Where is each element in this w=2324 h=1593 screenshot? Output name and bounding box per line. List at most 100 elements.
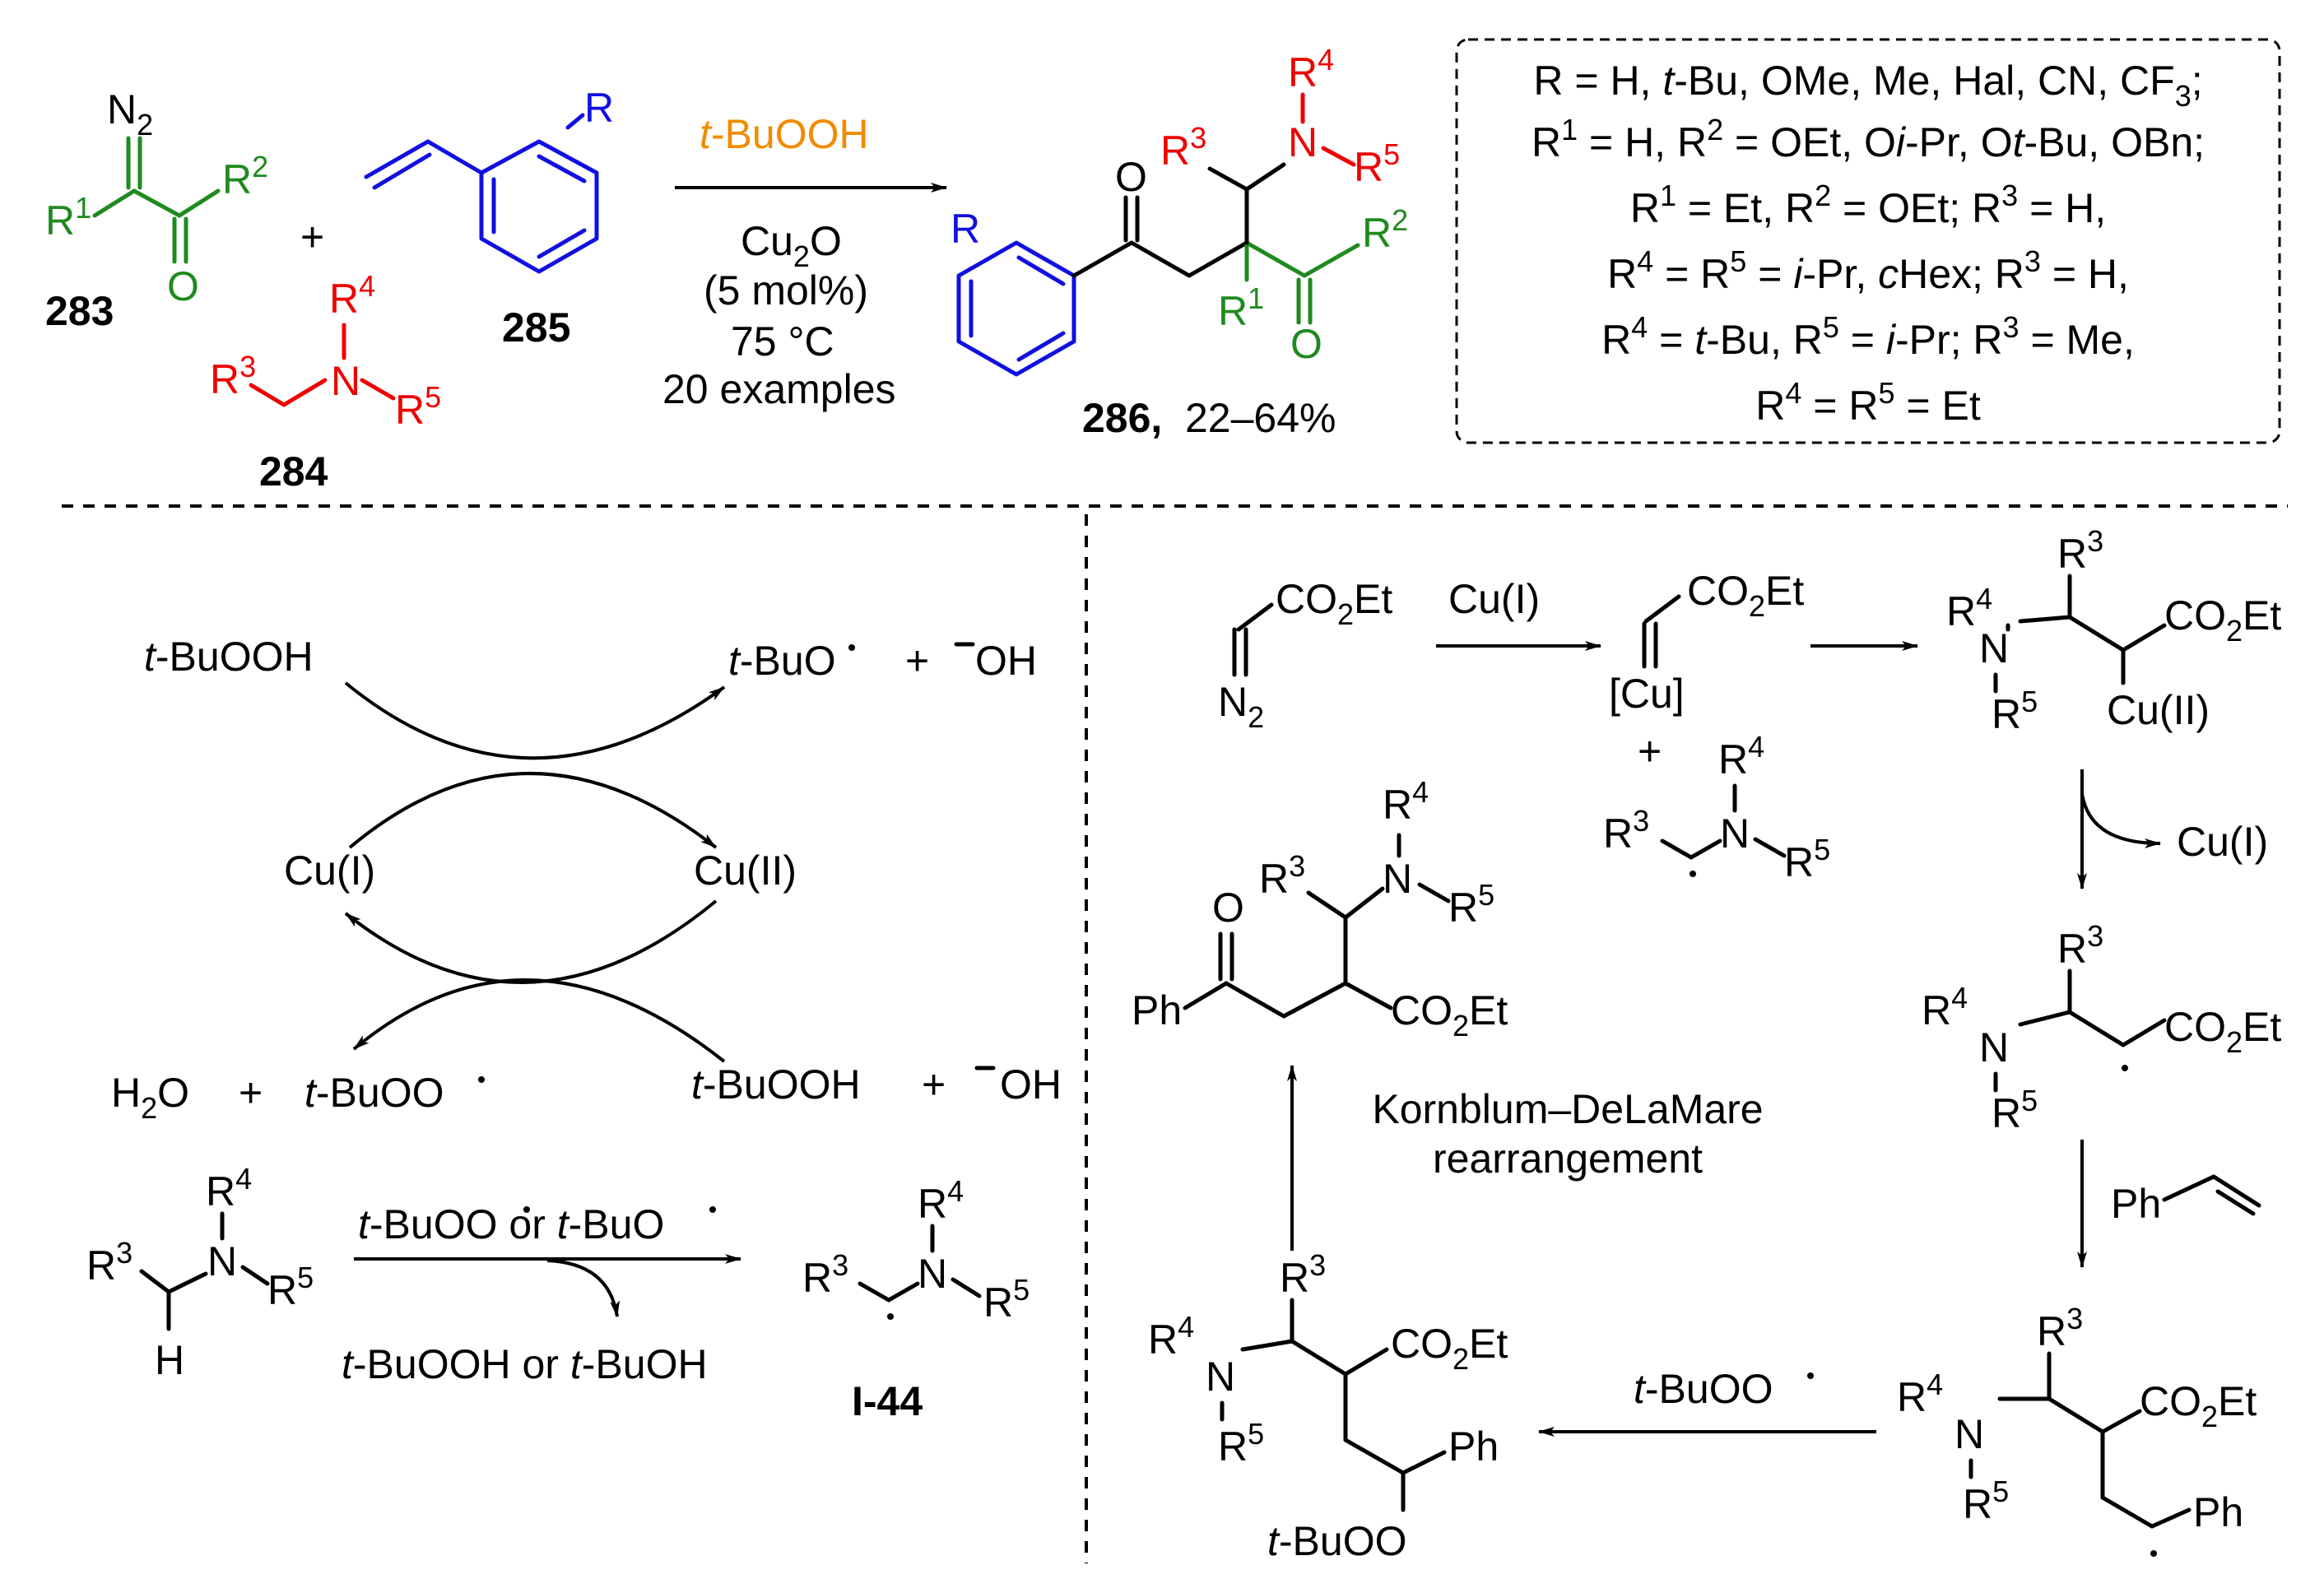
h-label: H xyxy=(155,1337,184,1383)
subst-line-4: R4 = R5 = i-Pr, cHex; R3 = H, xyxy=(1607,244,2129,297)
r3-label: R3 xyxy=(2037,1302,2083,1354)
r3-label: R3 xyxy=(802,1248,848,1301)
product-286: R O R1 O R2 R3 N R4 R5 286, 22–64% xyxy=(951,43,1408,441)
r5-label: R5 xyxy=(1992,685,2038,737)
amine-284: R4 N R3 R5 284 xyxy=(210,269,441,495)
compound-286-label: 286, xyxy=(1082,395,1162,441)
ph-label: Ph xyxy=(1132,987,1182,1033)
r5-label: R5 xyxy=(1448,878,1494,931)
intermediate-label: I-44 xyxy=(852,1378,923,1424)
n-label: N xyxy=(1979,1024,2009,1071)
co2et-label: CO2Et xyxy=(2164,592,2281,648)
r4-label: R4 xyxy=(329,269,375,322)
arrow-cu1-to-cu2 xyxy=(348,772,718,849)
r3-label: R3 xyxy=(1603,804,1649,857)
r4-label: R4 xyxy=(206,1162,252,1214)
hat-step: R3 H N R4 R5 t-BuOO or t-BuO t-BuOOH or … xyxy=(86,1162,1030,1424)
cu-release-arrow xyxy=(2080,793,2161,848)
hydroxide-bottom: OH xyxy=(1000,1061,1062,1108)
substituents-box: R = H, t-Bu, OMe, Me, Hal, CN, CF3; R1 =… xyxy=(1455,38,2281,444)
n-label: N xyxy=(331,358,360,404)
subst-line-1: R = H, t-Bu, OMe, Me, Hal, CN, CF3; xyxy=(1533,58,2202,113)
r3-label: R3 xyxy=(86,1236,132,1289)
r5-label: R5 xyxy=(1354,137,1400,190)
ketone-o: O xyxy=(1115,154,1147,200)
n-label: N xyxy=(1954,1411,1984,1457)
r5-label: R5 xyxy=(1784,833,1830,885)
r4-label: R4 xyxy=(918,1174,964,1227)
r3-label: R3 xyxy=(2057,919,2103,972)
subst-line-3: R1 = Et, R2 = OEt; R3 = H, xyxy=(1630,179,2106,231)
n-label: N xyxy=(1720,810,1750,857)
reaction-conditions: t-BuOOH Cu2O (5 mol%) 75 °C 20 examples xyxy=(662,111,947,412)
r5-label: R5 xyxy=(267,1261,314,1313)
cu1-label: Cu(I) xyxy=(284,848,375,894)
hat-byproduct: t-BuOOH or t-BuOH xyxy=(342,1341,708,1387)
cu2-label: Cu(II) xyxy=(694,848,797,894)
subst-line-6: R4 = R5 = Et xyxy=(1755,376,1981,429)
tbuoo-group-label: t-BuOO xyxy=(1267,1518,1407,1564)
ph-label: Ph xyxy=(1448,1423,1499,1470)
co2et-label: CO2Et xyxy=(2164,1004,2281,1059)
n2-label: N2 xyxy=(107,86,153,142)
compound-285-label: 285 xyxy=(502,304,570,351)
styrene-285: R 285 xyxy=(364,85,614,351)
oxidant-label: t-BuOOH xyxy=(700,111,869,157)
r-label: R xyxy=(951,206,980,252)
loading-label: (5 mol%) xyxy=(704,267,868,313)
r1-label: R1 xyxy=(45,191,91,244)
r5-label: R5 xyxy=(1218,1417,1264,1470)
plus-sign: + xyxy=(300,214,324,260)
n-label: N xyxy=(1979,625,2009,671)
r5-label: R5 xyxy=(1992,1084,2038,1136)
n-label: N xyxy=(1288,119,1318,165)
r3-label: R3 xyxy=(210,350,256,402)
cu1-catalyst: Cu(I) xyxy=(1448,576,1540,622)
arrow-tbuooh-to-tbuoo xyxy=(352,978,726,1063)
r3-label: R3 xyxy=(1160,121,1206,174)
n-label: N xyxy=(1383,856,1412,902)
subst-line-2: R1 = H, R2 = OEt, Oi-Pr, Ot-Bu, OBn; xyxy=(1532,113,2205,165)
n-label: N xyxy=(1206,1354,1235,1400)
hydroxide-top: OH xyxy=(975,638,1037,684)
ph-label: Ph xyxy=(2193,1489,2243,1535)
tbuoo-radical: t-BuOO xyxy=(304,1070,444,1116)
tbuo-radical: t-BuO xyxy=(728,638,836,684)
arrow-cu2-to-cu1 xyxy=(344,899,718,984)
co2et-label: CO2Et xyxy=(1276,576,1392,631)
r4-label: R4 xyxy=(1718,730,1764,783)
cu2-label: Cu(II) xyxy=(2107,687,2210,733)
tbuoo-radical-label: t-BuOO xyxy=(1634,1366,1773,1412)
hat-reagent: t-BuOO or t-BuO xyxy=(358,1201,664,1247)
yield-label: 22–64% xyxy=(1185,395,1336,441)
plus-bottom-right: + xyxy=(922,1061,946,1108)
tbuooh-top: t-BuOOH xyxy=(144,634,314,680)
co2et-label: CO2Et xyxy=(2140,1378,2257,1433)
r3-label: R3 xyxy=(1259,849,1305,902)
r4-label: R4 xyxy=(1288,43,1334,95)
redox-cycle: t-BuOOH t-BuO + OH Cu(I) Cu(II) H2O + t-… xyxy=(111,634,1062,1125)
co2et-label: CO2Et xyxy=(1391,1321,1508,1376)
r4-label: R4 xyxy=(1148,1310,1194,1363)
r3-label: R3 xyxy=(1280,1248,1326,1301)
r5-label: R5 xyxy=(395,380,441,433)
examples-label: 20 examples xyxy=(662,366,896,412)
rearrangement-line-1: Kornblum–DeLaMare xyxy=(1372,1086,1763,1132)
r3-label: R3 xyxy=(2057,524,2103,577)
tbuooh-bottom: t-BuOOH xyxy=(691,1061,861,1108)
plus-bottom-left: + xyxy=(239,1070,263,1116)
catalyst-label: Cu2O xyxy=(741,218,842,273)
cu1-release-label: Cu(I) xyxy=(2177,819,2268,865)
rearrangement-line-2: rearrangement xyxy=(1433,1136,1703,1182)
r1-label: R1 xyxy=(1218,281,1264,334)
n2-label: N2 xyxy=(1218,679,1264,734)
plus-sign: + xyxy=(1638,728,1662,774)
compound-283-label: 283 xyxy=(45,288,114,334)
arrow-tbuooh-to-tbuo xyxy=(344,681,726,760)
plus-top: + xyxy=(905,638,929,684)
r2-label: R2 xyxy=(1362,203,1408,256)
r5-label: R5 xyxy=(1963,1475,2009,1527)
ph-label: Ph xyxy=(2111,1181,2161,1227)
dashed-box xyxy=(1455,38,2281,444)
